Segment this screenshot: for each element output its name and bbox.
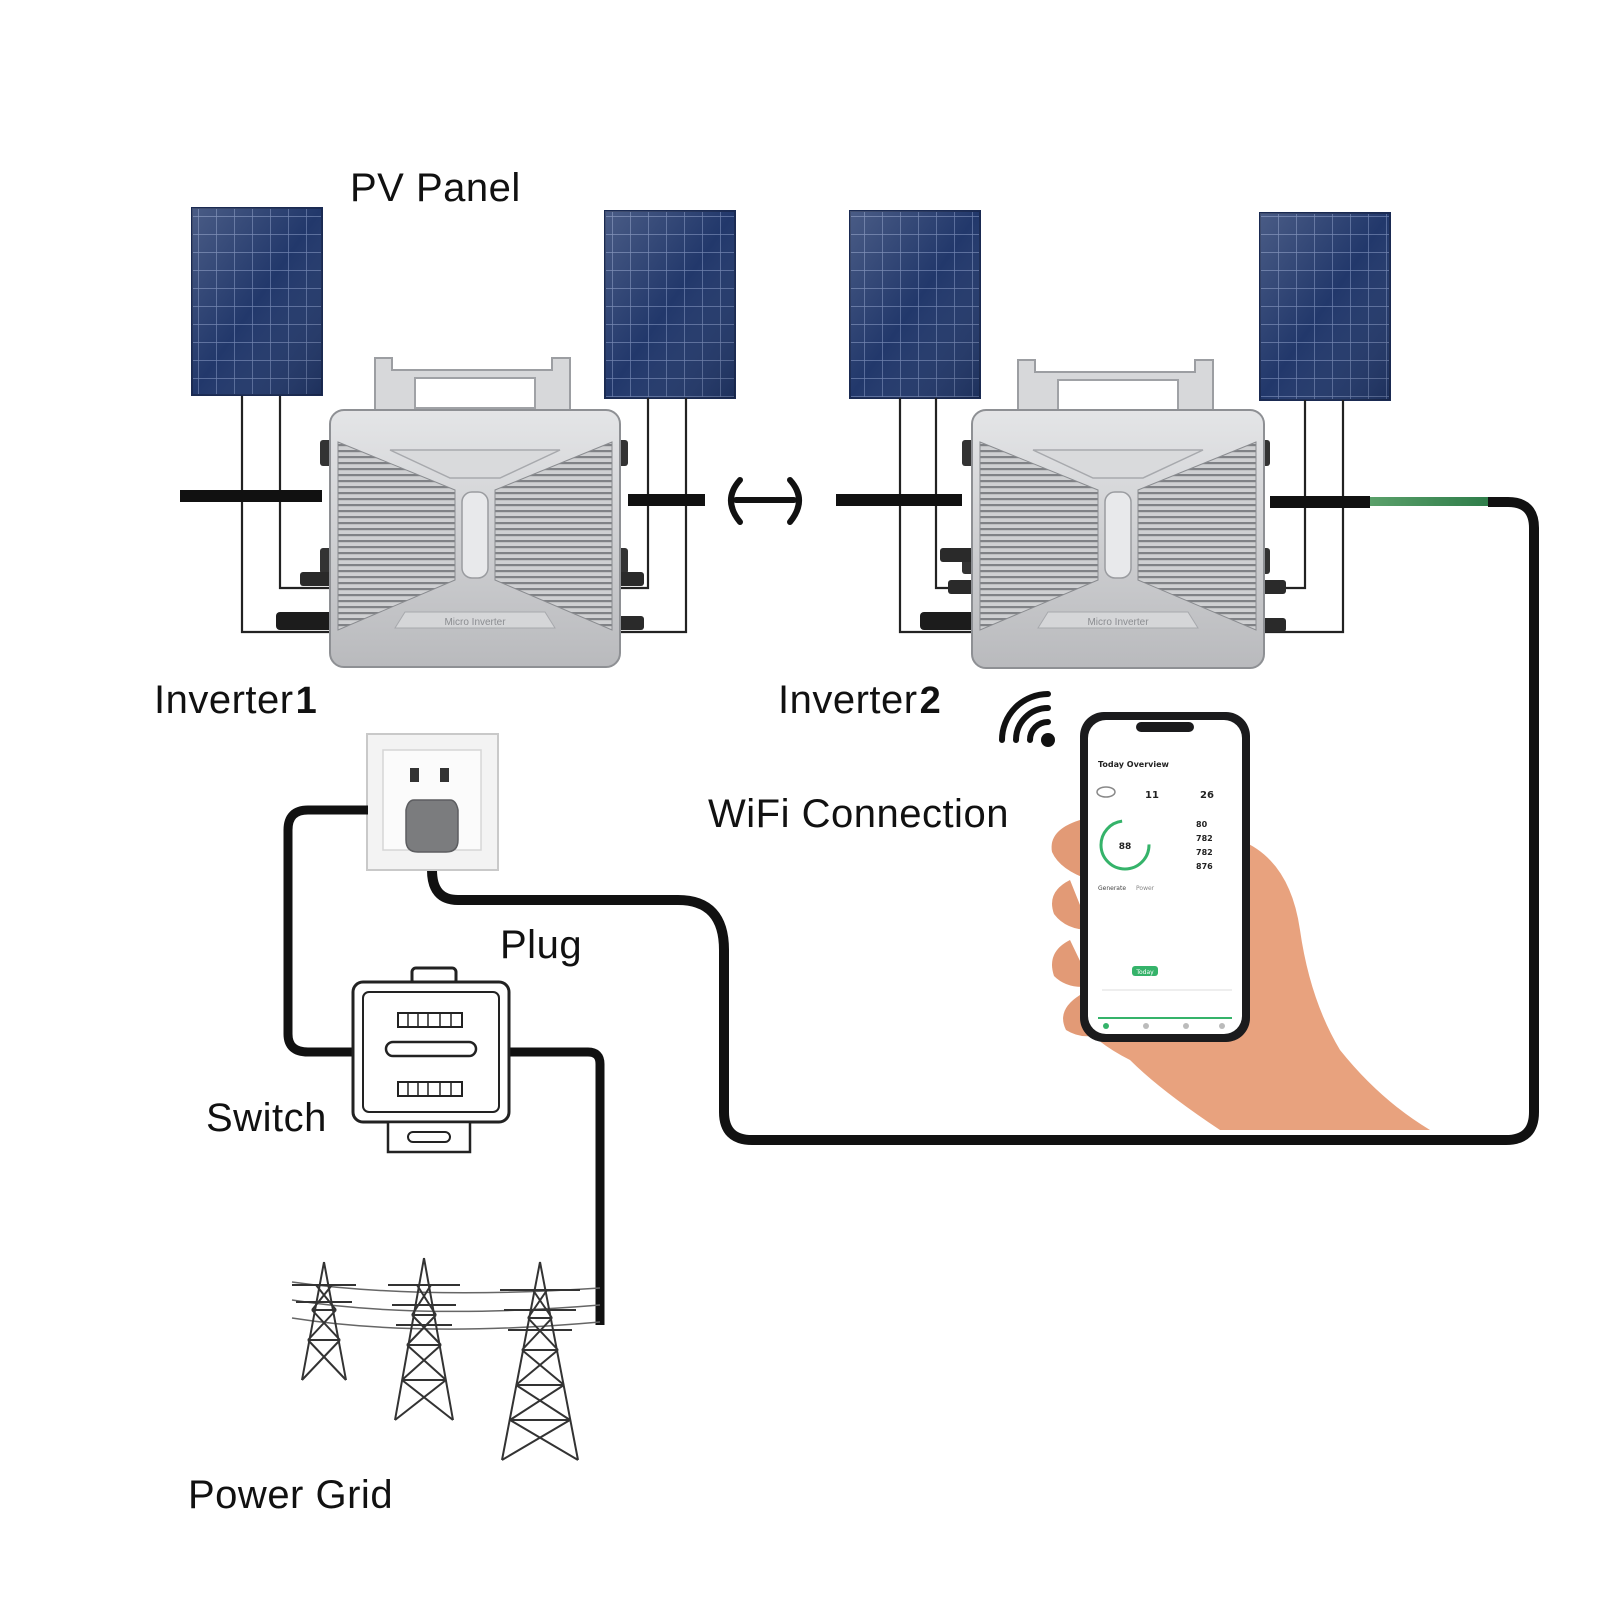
ac-trunk-cable	[180, 490, 962, 506]
app-side-value-3: 782	[1196, 848, 1213, 857]
app-tab-1: Generate	[1098, 885, 1126, 892]
tower-1	[292, 1261, 356, 1381]
pv-panel-2	[604, 210, 736, 399]
pv-panel-1	[191, 207, 323, 396]
power-grid-label: Power Grid	[188, 1473, 394, 1517]
app-value-1: 11	[1145, 790, 1159, 801]
app-tab-2: Power	[1136, 885, 1155, 892]
inverter-1-number: 1	[295, 680, 318, 722]
inverter-2-casing-text: Micro Inverter	[1087, 617, 1149, 628]
app-side-value-2: 782	[1196, 834, 1213, 843]
inverter-2-number: 2	[919, 680, 942, 722]
cable-connector-symbol	[728, 477, 802, 525]
smartphone: Today Overview 11 26 88 80 782 782 876 G…	[1080, 712, 1250, 1042]
app-value-2: 26	[1200, 790, 1214, 801]
inverter-1-label-text: Inverter	[154, 678, 294, 722]
pv-panel-label: PV Panel	[350, 166, 521, 210]
electric-meter-switch	[351, 966, 511, 1154]
wiring-socket-to-switch	[283, 805, 605, 1325]
tower-3	[500, 1261, 580, 1461]
output-cable	[427, 496, 1539, 1145]
app-side-value-4: 876	[1196, 862, 1213, 871]
plug-label: Plug	[500, 923, 583, 967]
panel-leads	[240, 396, 1345, 634]
inverter-1-label: Inverter1	[154, 680, 317, 720]
inverter-2: Micro Inverter	[920, 359, 1286, 669]
inverter-1: Micro Inverter	[276, 357, 644, 668]
power-grid-towers	[291, 1257, 601, 1461]
app-button: Today	[1135, 969, 1154, 976]
inverter-2-label-text: Inverter	[778, 678, 918, 722]
app-title: Today Overview	[1098, 760, 1170, 769]
plug-head	[405, 799, 459, 853]
switch-label: Switch	[206, 1096, 327, 1140]
app-gauge-value: 88	[1119, 842, 1132, 852]
inverter-2-label: Inverter2	[778, 680, 941, 720]
wifi-connection-label: WiFi Connection	[708, 792, 1009, 836]
app-side-value-1: 80	[1196, 820, 1208, 829]
pv-panel-4	[1259, 212, 1391, 401]
wifi-icon	[999, 691, 1055, 747]
inverter-1-casing-text: Micro Inverter	[444, 617, 506, 628]
pv-panel-3	[849, 210, 981, 399]
tower-2	[388, 1257, 460, 1421]
